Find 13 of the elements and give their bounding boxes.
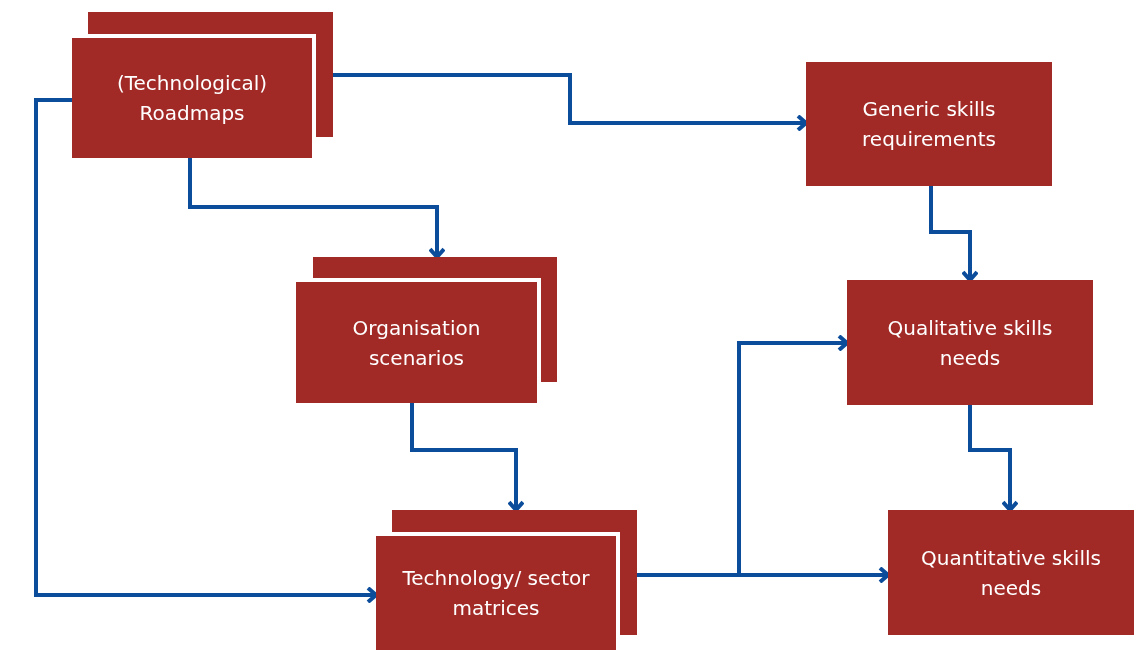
arrow	[929, 186, 979, 282]
box-label: (Technological) Roadmaps	[115, 70, 269, 127]
box-label: Quantitative skills needs	[920, 544, 1102, 602]
box-label: Technology/ sector matrices	[401, 565, 591, 622]
box-label: Organisation scenarios	[351, 314, 482, 372]
arrow	[968, 405, 1019, 512]
box-label: Qualitative skills needs	[886, 314, 1054, 372]
box-label: Generic skills requirements	[861, 96, 997, 153]
arrow	[333, 73, 808, 132]
arrow	[34, 98, 378, 604]
arrow	[410, 403, 525, 512]
arrow	[188, 158, 446, 259]
arrow	[637, 566, 890, 584]
